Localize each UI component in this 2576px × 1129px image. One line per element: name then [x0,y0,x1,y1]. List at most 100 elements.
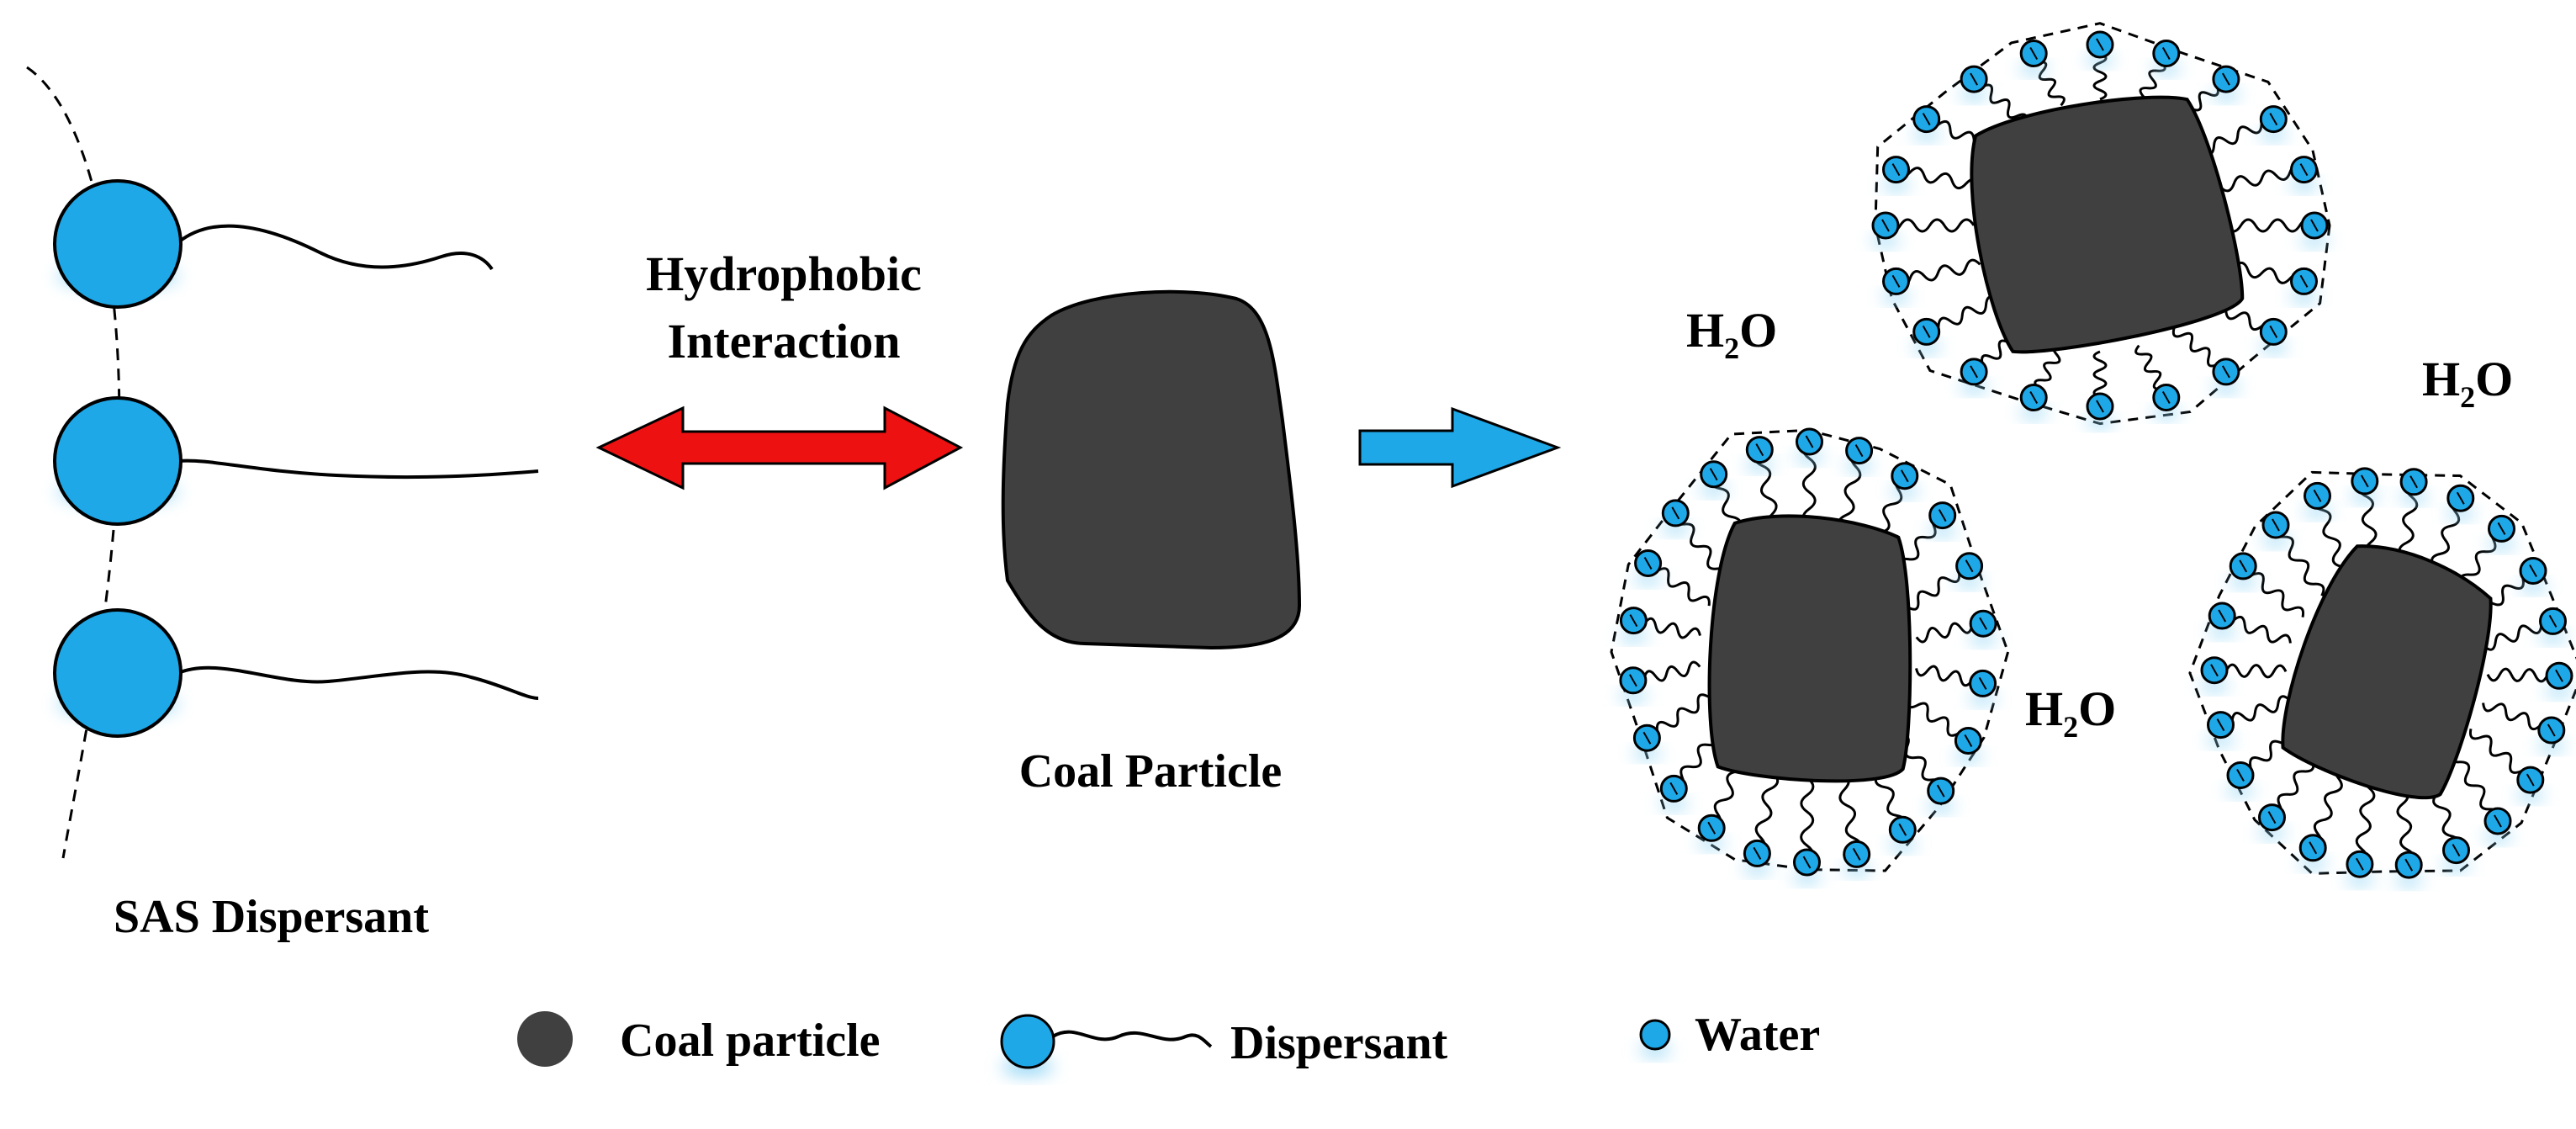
dispersion-boundary [1610,428,2010,872]
water-mark [1805,435,1814,448]
water-mark [2404,858,2414,872]
water-glow [1793,872,1821,883]
water-mark [2269,325,2278,338]
water-mark [2272,518,2280,532]
water-mark [1669,782,1679,795]
water-mark [1922,325,1931,338]
water-mark [1854,444,1864,458]
water-mark [1938,509,1947,522]
water-mark [2309,841,2318,855]
water-mark [2299,163,2309,177]
water-glow [2087,416,2113,427]
hydrophobic-interaction: Hydrophobic Interaction [595,246,964,490]
water-mark [1891,274,1901,288]
water-glow [1912,342,1940,352]
water-glow [2299,857,2327,868]
water-glow [1912,129,1940,140]
svg-text:H2O: H2O [1686,303,1777,365]
water-glow [2258,827,2286,838]
water-mark [2096,400,2104,413]
process-arrow [1358,406,1562,489]
water-mark [2210,664,2219,677]
dispersant-chain [1895,258,1981,288]
water-mark [1881,219,1890,232]
water-glow [1882,179,1910,190]
water-mark [2529,564,2537,577]
coal-particle-swatch [517,1011,573,1067]
legend-item-dispersant: Dispersant [1000,1014,1448,1075]
water-label-3: H2O [2025,681,2116,744]
water-glow [2227,785,2254,796]
water-mark [2216,718,2225,732]
water-glow [1955,575,1983,586]
svg-text:H2O: H2O [2025,681,2116,744]
water-glow [1633,748,1661,759]
water-glow [2290,179,2318,190]
water-mark [2239,559,2248,573]
coal-particle-group: Coal Particle [1001,289,1302,798]
water-glow [2442,860,2470,871]
water-mark [2313,489,2322,502]
water-mark [2409,475,2418,489]
coal-particle-label: Coal Particle [1019,745,1283,798]
dispersed-particle-3 [2188,467,2576,886]
legend-label-coal: Coal particle [620,1015,880,1067]
water-mark [1922,113,1931,126]
coal-particle-body [2281,544,2493,800]
water-mark [1979,617,1987,630]
water-mark [1707,821,1716,835]
svg-text:H2O: H2O [2422,352,2513,414]
water-mark [2267,811,2277,824]
dispersant-head [53,396,182,526]
water-mark [2161,47,2171,60]
water-mark [2555,669,2563,682]
dispersant-head [53,179,182,309]
water-mark [2356,857,2364,871]
water-glow [1891,485,1918,496]
water-glow [2539,631,2567,642]
water-mark [1964,734,1973,747]
water-glow [1970,633,1997,644]
water-mark [1891,163,1901,177]
water-mark [2269,113,2278,126]
water-glow [1954,750,1982,761]
water-glow [2546,686,2573,697]
water-glow [1796,452,1823,462]
water-mark [2526,773,2535,787]
dispersant-chain [1884,218,1976,233]
water-mark [1900,469,1909,483]
dispersant-molecule-3 [53,608,539,738]
water-glow [2201,680,2228,691]
water-mark [1629,614,1638,628]
water-mark [1965,559,1974,573]
water-mark [1671,506,1680,520]
dispersant-chain [2312,762,2344,850]
water-glow [2484,831,2511,841]
water-glow [2304,506,2331,517]
water-glow [2212,381,2240,392]
water-glow [2212,89,2240,100]
water-mark [1753,846,1762,860]
dispersant-chain [2219,163,2305,193]
water-glow [2446,508,2474,519]
water-mark [2222,72,2230,86]
water-mark [2236,769,2245,782]
water-mark [2029,47,2039,60]
water-glow [1662,522,1690,533]
dispersant-swatch [1000,1014,1055,1069]
water-glow [2230,575,2257,586]
dispersed-particle-1 [1871,22,2331,427]
dispersant-chain [2448,750,2501,822]
water-glow [2262,535,2289,545]
water-mark [2161,391,2171,404]
dispersant-chain [2224,218,2316,233]
water-mark [1643,557,1653,570]
water-glow [2152,63,2180,74]
water-mark [2360,474,2369,488]
water-glow [1620,630,1648,641]
dispersant-chain [1895,167,1981,190]
water-mark [1755,443,1764,457]
water-glow [2400,491,2428,502]
water-label-1: H2O [1686,303,1777,365]
